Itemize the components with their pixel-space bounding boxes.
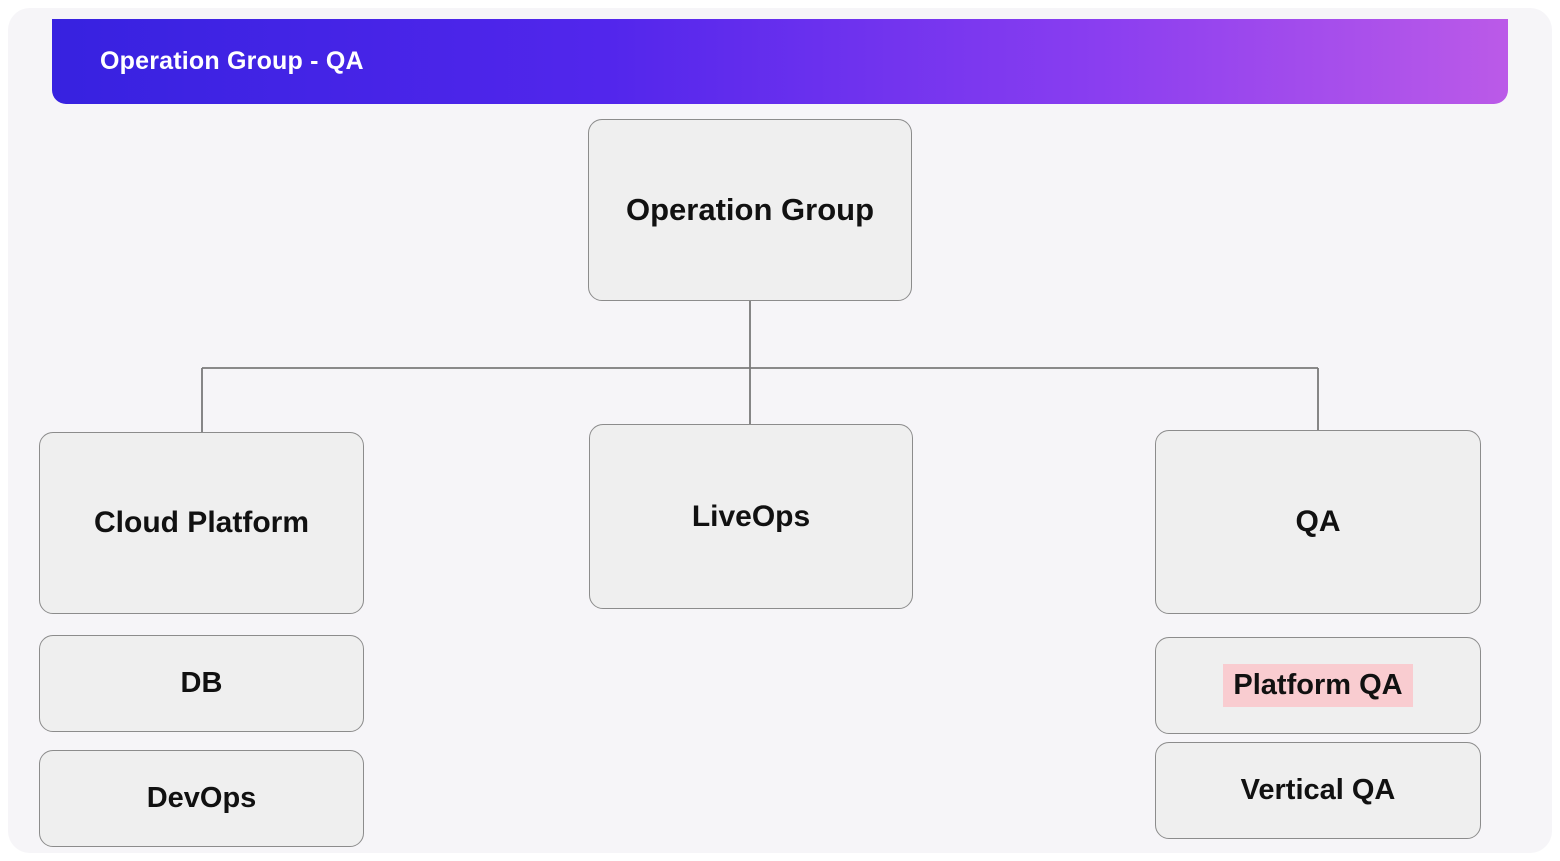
node-qa-label: QA bbox=[1295, 505, 1341, 539]
node-operation-group[interactable]: Operation Group bbox=[588, 119, 912, 301]
node-cloud-platform-label: Cloud Platform bbox=[94, 506, 309, 540]
node-cloud-platform[interactable]: Cloud Platform bbox=[39, 432, 364, 614]
title-bar: Operation Group - QA bbox=[52, 19, 1508, 104]
node-db[interactable]: DB bbox=[39, 635, 364, 732]
diagram-card: Operation Group - QA Operation Group Clo… bbox=[8, 8, 1552, 853]
page-title: Operation Group - QA bbox=[100, 47, 364, 75]
node-qa[interactable]: QA bbox=[1155, 430, 1481, 614]
node-platform-qa-label: Platform QA bbox=[1223, 663, 1413, 708]
node-operation-group-label: Operation Group bbox=[626, 191, 874, 227]
node-liveops-label: LiveOps bbox=[691, 499, 811, 533]
node-devops[interactable]: DevOps bbox=[39, 750, 364, 847]
node-db-label: DB bbox=[180, 667, 223, 700]
node-platform-qa[interactable]: Platform QA bbox=[1155, 637, 1481, 734]
node-liveops[interactable]: LiveOps bbox=[589, 424, 913, 609]
node-devops-label: DevOps bbox=[146, 782, 257, 815]
node-vertical-qa-label: Vertical QA bbox=[1240, 774, 1396, 807]
node-vertical-qa[interactable]: Vertical QA bbox=[1155, 742, 1481, 839]
